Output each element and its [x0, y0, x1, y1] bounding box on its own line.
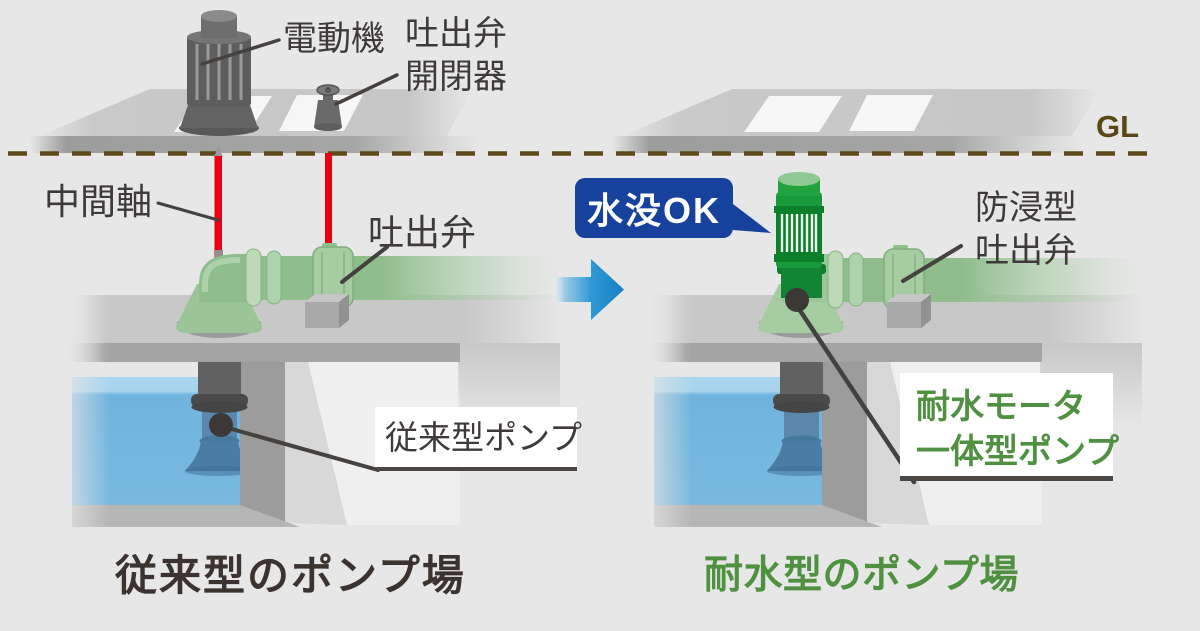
flood-proof-valve-label: 防浸型 吐出弁	[975, 187, 1077, 273]
sump-wall-right	[822, 362, 867, 523]
empty-pad-1	[744, 96, 842, 132]
valve-support-block-right	[887, 294, 931, 328]
intermediate-shaft-label: 中間軸	[44, 181, 153, 222]
flood-proof-valve-label-line1: 防浸型	[975, 189, 1077, 227]
valve-switch-label-line2: 開閉器	[405, 58, 507, 97]
ground-level-label: GL	[1096, 109, 1140, 144]
motor-label: 電動機	[283, 20, 385, 58]
pump-left-anchor-dot	[209, 413, 233, 437]
left-title: 従来型のポンプ場	[115, 552, 466, 599]
valve-support-block-left	[305, 294, 349, 328]
conventional-pump-label: 従来型ポンプ	[385, 419, 583, 456]
submersible-motor-icon	[774, 172, 826, 298]
integrated-pump-label: 耐水モータ 一体型ポンプ	[916, 385, 1119, 475]
intermediate-shaft-icons	[214, 146, 332, 262]
valve-left-leader	[340, 245, 389, 284]
discharge-pipe-left	[252, 256, 562, 300]
pump-right-leader	[794, 303, 917, 485]
discharge-valve-icon-left	[312, 243, 354, 308]
integrated-pump-label-box: 耐水モータ 一体型ポンプ	[900, 373, 1119, 481]
conventional-pump-label-box: 従来型ポンプ	[375, 407, 583, 471]
pump-assembly-left	[176, 243, 562, 338]
right-title: 耐水型のポンプ場	[704, 554, 1019, 597]
valve-switch-leader	[334, 73, 399, 106]
electric-motor-icon	[179, 10, 259, 136]
pump-room-left	[52, 290, 564, 535]
submersion-ok-badge-label: 水没OK	[586, 190, 721, 231]
submerged-pump-right	[767, 406, 836, 476]
badge-tail	[733, 204, 771, 233]
machine-floor-slab-right	[612, 89, 1100, 153]
empty-pad-2	[849, 95, 933, 131]
transition-arrow-icon	[550, 259, 624, 320]
motor-leader	[200, 38, 281, 66]
valve-switch-icon	[314, 84, 342, 131]
pump-left-leader	[219, 424, 380, 472]
leader-lines	[156, 38, 963, 485]
shaft-leader	[156, 201, 220, 222]
discharge-valve-label-left: 吐出弁	[368, 212, 477, 253]
valve-switch-label-line1: 吐出弁	[405, 15, 507, 53]
valve-right-leader	[901, 244, 963, 283]
pump-right-anchor-dot	[785, 288, 809, 312]
integrated-pump-label-line2: 一体型ポンプ	[916, 432, 1119, 471]
flood-proof-valve-label-line2: 吐出弁	[975, 232, 1077, 271]
integrated-pump-label-line1: 耐水モータ	[916, 388, 1086, 426]
valve-switch-label: 吐出弁 開閉器	[405, 13, 507, 99]
submersion-ok-badge: 水没OK	[575, 178, 733, 238]
